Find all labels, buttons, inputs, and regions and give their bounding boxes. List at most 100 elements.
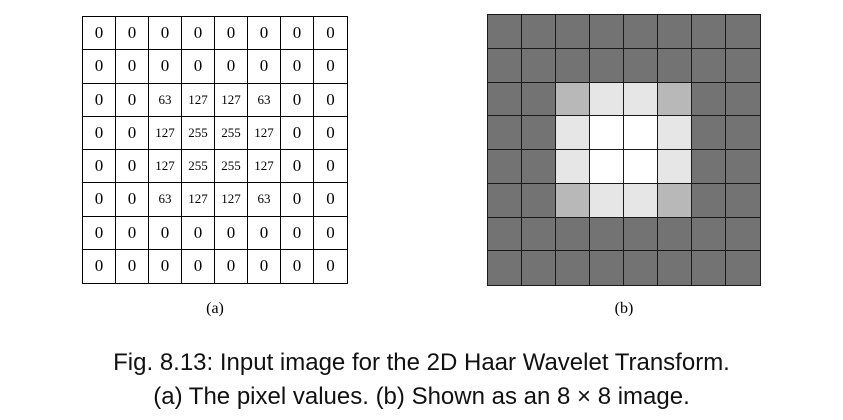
image-pixel [658,116,692,150]
pixel-value-cell: 0 [116,50,149,84]
pixel-value-cell: 0 [116,183,149,217]
pixel-value-cell: 0 [314,17,347,51]
pixel-value-cell: 63 [248,183,281,217]
pixel-value-cell: 0 [281,50,314,84]
image-pixel [726,82,760,117]
pixel-value-cell: 0 [182,17,215,51]
pixel-value-cell: 255 [182,150,215,184]
image-pixel [658,48,692,83]
image-pixel [692,251,726,285]
pixel-value-cell: 0 [116,216,149,250]
image-pixel [488,150,522,184]
subfigure-label-b: (b) [614,300,634,317]
pixel-value-cell: 0 [83,83,116,117]
pixel-value-cell: 0 [281,17,314,51]
pixel-value-cell: 0 [83,50,116,84]
subfigure-label-a: (a) [206,300,224,317]
pixel-value-cell: 127 [149,150,182,184]
pixel-value-cell: 0 [248,216,281,250]
pixel-value-cell: 0 [83,150,116,184]
pixel-value-cell: 0 [149,249,182,283]
pixel-value-cell: 255 [215,116,248,150]
pixel-value-cell: 0 [116,116,149,150]
pixel-value-cell: 127 [248,116,281,150]
pixel-value-cell: 0 [248,17,281,51]
image-pixel [488,82,522,117]
pixel-value-cell: 0 [83,183,116,217]
pixel-value-cell: 0 [215,249,248,283]
image-pixel [624,48,658,83]
image-pixel [556,183,590,218]
pixel-value-cell: 127 [149,116,182,150]
image-pixel [556,251,590,285]
image-pixel [590,48,624,83]
image-pixel [590,150,624,184]
pixel-value-cell: 0 [281,150,314,184]
image-pixel [590,116,624,150]
pixel-value-cell: 127 [215,83,248,117]
figure-caption-line-2: (a) The pixel values. (b) Shown as an 8 … [153,383,690,410]
pixel-value-cell: 0 [314,183,347,217]
pixel-value-cell: 0 [326,256,335,276]
pixel-value-cell: 0 [281,216,314,250]
pixel-value-cell: 0 [281,183,314,217]
image-pixel [556,150,590,184]
pixel-value-cell: 0 [314,50,347,84]
image-pixel [624,15,658,49]
image-pixel [522,217,556,252]
pixel-value-cell: 127 [248,150,281,184]
image-pixel [658,183,692,218]
pixel-value-cell: 0 [83,116,116,150]
image-pixel [692,150,726,184]
image-pixel [590,82,624,117]
image-pixel [488,183,522,218]
pixel-value-cell: 0 [182,249,215,283]
image-pixel [556,217,590,252]
pixel-value-cell: 63 [149,183,182,217]
pixel-value-cell: 127 [182,83,215,117]
pixel-image-grid [487,14,761,286]
image-pixel [590,251,624,285]
image-pixel [726,116,760,150]
pixel-value-cell: 0 [281,249,314,283]
image-pixel [658,251,692,285]
pixel-value-cell: 255 [182,116,215,150]
pixel-value-cell: 0 [83,249,116,283]
pixel-value-cell: 0 [314,150,347,184]
image-pixel [658,150,692,184]
image-pixel [556,116,590,150]
image-pixel [522,116,556,150]
pixel-value-cell: 0 [215,216,248,250]
image-pixel [692,116,726,150]
pixel-value-cell: 0 [281,83,314,117]
image-pixel [624,183,658,218]
image-pixel [488,116,522,150]
pixel-value-cell: 0 [314,217,347,250]
pixel-value-cell: 0 [83,216,116,250]
image-pixel [726,251,760,285]
pixel-value-cell: 0 [116,249,149,283]
image-pixel [658,15,692,49]
pixel-value-cell: 255 [215,150,248,184]
image-pixel [624,116,658,150]
pixel-value-cell: 0 [314,117,347,150]
image-pixel [522,15,556,49]
pixel-value-cell: 0 [281,116,314,150]
image-pixel [692,82,726,117]
image-pixel [692,48,726,83]
pixel-value-cell: 0 [248,249,281,283]
pixel-value-cell: 63 [149,83,182,117]
image-pixel [522,251,556,285]
pixel-value-cell: 0 [149,17,182,51]
image-pixel [522,82,556,117]
image-pixel [692,217,726,252]
image-pixel [488,48,522,83]
image-pixel [624,150,658,184]
image-pixel [658,217,692,252]
pixel-value-cell: 0 [116,83,149,117]
pixel-value-cell: 0 [149,216,182,250]
pixel-value-cell: 63 [248,83,281,117]
pixel-value-cell: 0 [116,17,149,51]
pixel-value-cell: 0 [182,50,215,84]
image-pixel [590,183,624,218]
